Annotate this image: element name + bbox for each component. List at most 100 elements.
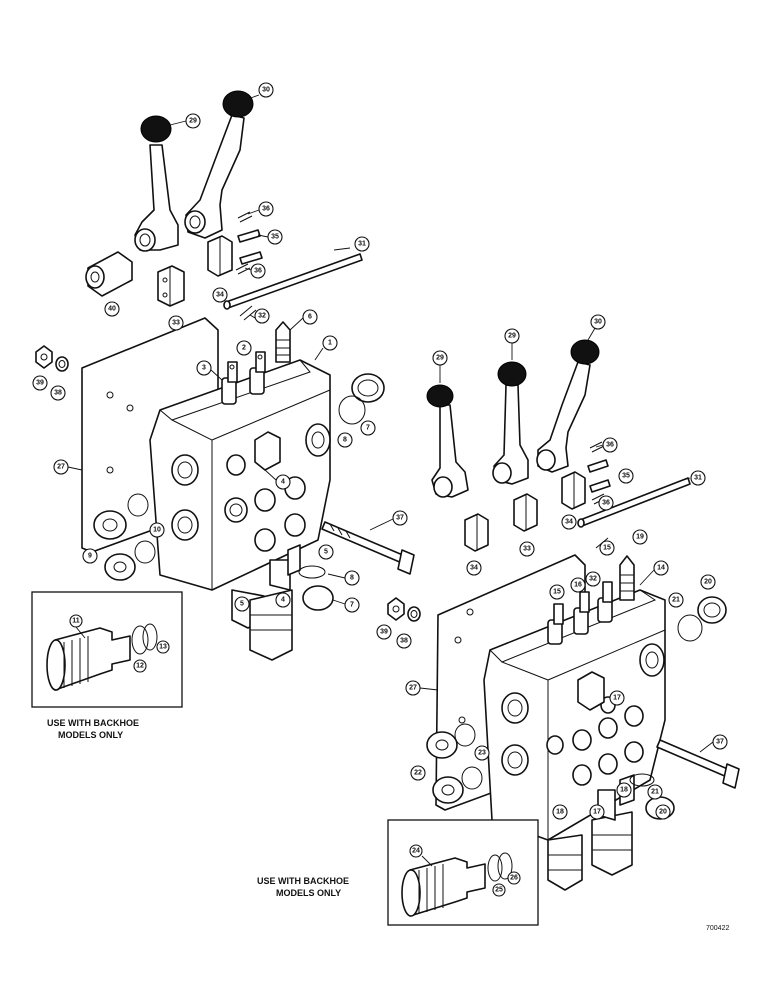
svg-text:2: 2 [242,345,246,352]
svg-text:32: 32 [258,313,266,320]
callout-7-left-top: 7 [360,420,376,436]
svg-text:11: 11 [72,618,80,625]
callout-31-right: 31 [690,470,706,486]
callout-25: 25 [492,883,506,897]
svg-text:40: 40 [108,306,116,313]
callout-29-left: 29 [185,113,201,129]
lever-knob-29-left [140,115,172,143]
inset-right: USE WITH BACKHOE MODELS ONLY [257,819,539,926]
svg-text:14: 14 [657,565,665,572]
lever-knob-29-right-b [497,361,527,387]
callout-27-left: 27 [53,459,69,475]
callout-39-right: 39 [376,624,392,640]
svg-text:16: 16 [574,582,582,589]
svg-text:30: 30 [594,319,602,326]
svg-text:24: 24 [412,848,420,855]
callout-14: 14 [653,560,669,576]
callout-40: 40 [104,301,120,317]
callout-15-right: 15 [549,584,565,600]
callout-20-right-bottom: 20 [655,804,671,820]
svg-text:13: 13 [159,644,167,651]
callout-32-right: 32 [585,571,601,587]
svg-text:6: 6 [308,314,312,321]
callout-18-right-b: 18 [552,804,568,820]
svg-text:34: 34 [216,292,224,299]
svg-text:23: 23 [478,750,486,757]
svg-text:3: 3 [202,365,206,372]
svg-text:36: 36 [254,268,262,275]
callout-39-left: 39 [32,375,48,391]
svg-text:38: 38 [54,390,62,397]
svg-text:7: 7 [350,602,354,609]
callout-6: 6 [302,309,318,325]
svg-text:38: 38 [400,638,408,645]
callout-20-right-top: 20 [700,574,716,590]
svg-text:17: 17 [593,809,601,816]
svg-text:27: 27 [409,685,417,692]
callout-3: 3 [196,360,212,376]
svg-text:36: 36 [262,206,270,213]
callout-37-right: 37 [712,734,728,750]
callout-13: 13 [156,640,170,654]
left-valve-assembly [35,90,415,661]
callout-9: 9 [82,548,98,564]
svg-text:35: 35 [271,234,279,241]
svg-text:15: 15 [553,589,561,596]
callout-8-left-bottom: 8 [344,570,360,586]
lever-knob-30-left [222,90,254,118]
inset-right-note-line1: USE WITH BACKHOE [257,876,349,886]
svg-text:25: 25 [495,887,503,894]
control-lever-30-left [185,114,245,239]
callout-4-left-top: 4 [275,474,291,490]
svg-text:36: 36 [606,442,614,449]
callout-27-right: 27 [405,680,421,696]
callout-17-right-top: 17 [609,690,625,706]
callout-2: 2 [236,340,252,356]
svg-text:36: 36 [602,500,610,507]
svg-text:15: 15 [603,545,611,552]
callout-38-right: 38 [396,633,412,649]
svg-text:37: 37 [716,739,724,746]
callout-29-right-b: 29 [504,328,520,344]
svg-text:4: 4 [281,597,285,604]
callout-19: 19 [632,529,648,545]
callout-36-left-bottom: 36 [250,263,266,279]
svg-text:29: 29 [508,333,516,340]
callout-16: 16 [570,577,586,593]
callout-30-right: 30 [590,314,606,330]
callout-15-right-top: 15 [599,540,615,556]
callout-36-right-top: 36 [602,437,618,453]
callout-12: 12 [133,659,147,673]
drawing-code: 700422 [706,925,729,932]
inset-left: USE WITH BACKHOE MODELS ONLY [31,591,183,740]
svg-text:32: 32 [589,576,597,583]
svg-text:7: 7 [366,425,370,432]
svg-text:17: 17 [613,695,621,702]
callout-10: 10 [149,522,165,538]
svg-text:26: 26 [510,875,518,882]
svg-text:39: 39 [380,629,388,636]
callout-33-left: 33 [168,315,184,331]
svg-text:18: 18 [556,809,564,816]
callout-21-right-top: 21 [668,592,684,608]
callout-22: 22 [410,765,426,781]
svg-text:18: 18 [620,787,628,794]
callout-36-left-top: 36 [258,201,274,217]
inset-right-note-line2: MODELS ONLY [276,888,341,898]
callout-34-right-b: 34 [466,560,482,576]
svg-text:22: 22 [414,770,422,777]
svg-text:9: 9 [88,553,92,560]
callout-5-left-right: 5 [318,544,334,560]
svg-text:10: 10 [153,527,161,534]
svg-text:21: 21 [672,597,680,604]
callout-36-right-bottom: 36 [598,495,614,511]
callout-34-left: 34 [212,287,228,303]
svg-text:8: 8 [343,437,347,444]
callout-8-left-top: 8 [337,432,353,448]
callout-5-left-bottom: 5 [234,596,250,612]
svg-text:30: 30 [262,87,270,94]
svg-text:29: 29 [189,118,197,125]
svg-text:4: 4 [281,479,285,486]
callout-35-left: 35 [267,229,283,245]
callout-23: 23 [474,745,490,761]
